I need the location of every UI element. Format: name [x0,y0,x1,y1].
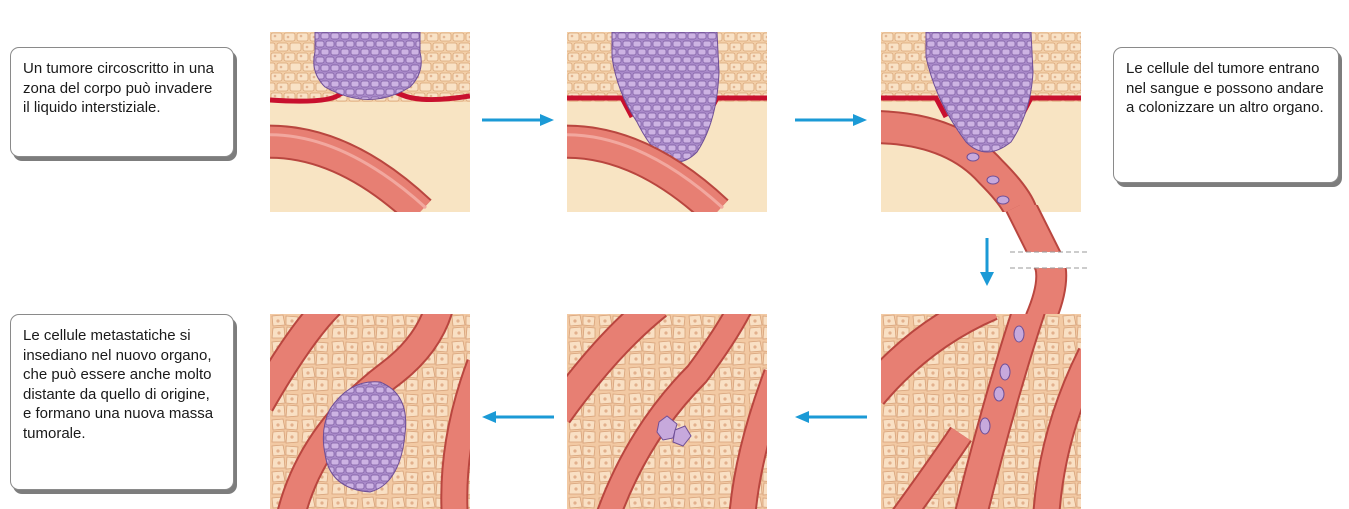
panel-tumor-invading [567,32,767,212]
arrow-left-2-icon [482,409,554,425]
panel-circulating-cells [881,314,1081,509]
caption-blood-entry: Le cellule del tumore entrano nel sangue… [1113,47,1339,183]
arrow-left-1-icon [795,409,867,425]
panel-secondary-tumor [270,314,470,509]
arrow-right-1-icon [482,112,554,128]
panel-intravasation [881,32,1081,212]
caption-metastasis: Le cellule metastatiche si insediano nel… [10,314,234,490]
arrow-right-2-icon [795,112,867,128]
vessel-connector [1005,205,1095,320]
panel-extravasation [567,314,767,509]
caption-tumor-invasion: Un tumore circoscritto in una zona del c… [10,47,234,157]
panel-primary-tumor [270,32,470,212]
arrow-down-icon [978,238,996,286]
